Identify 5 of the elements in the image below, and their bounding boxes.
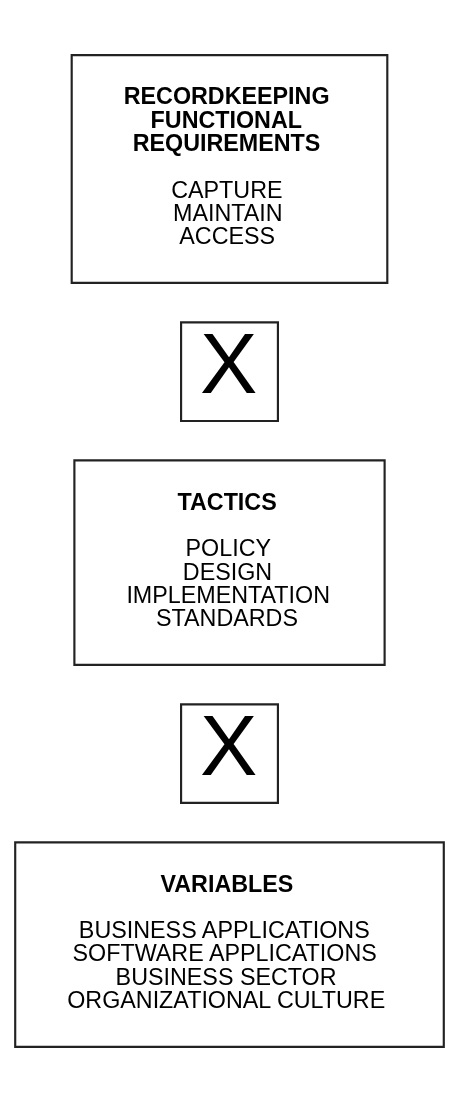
node-box: RECORDKEEPING FUNCTIONAL REQUIREMENTS CAPTURE MAINTAIN ACCESS (70, 54, 389, 284)
node-box: TACTICS POLICY DESIGN IMPLEMENTATION STANDARDS (73, 459, 386, 666)
node-box: X (180, 703, 279, 805)
node-box: VARIABLES BUSINESS APPLICATIONS SOFTWARE APPLICATIONS BUSINESS SECTOR ORGANIZATIONAL CULTURE (14, 841, 445, 1048)
node-box: X (180, 321, 279, 423)
